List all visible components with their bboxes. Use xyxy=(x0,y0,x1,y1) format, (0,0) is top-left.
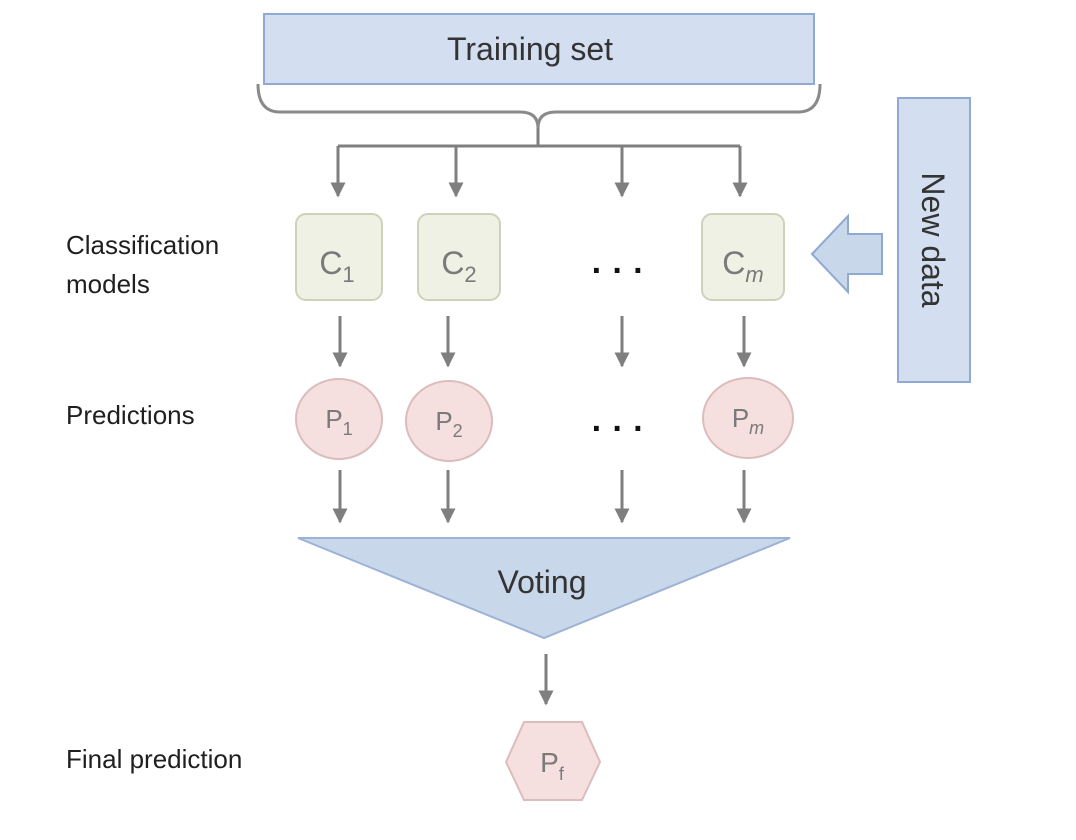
prediction-p1-base: P xyxy=(325,404,342,434)
classifier-c1: C1 xyxy=(295,213,383,301)
prediction-p1: P1 xyxy=(295,378,383,460)
classifier-c1-sub: 1 xyxy=(342,262,354,287)
classifier-c2-base: C xyxy=(441,245,464,281)
voting-arrows xyxy=(332,470,752,524)
prediction-ellipsis: · · · xyxy=(592,410,645,448)
classifier-c2: C2 xyxy=(417,213,501,301)
final-prediction-base: P xyxy=(540,747,559,778)
voting-label: Voting xyxy=(498,564,587,600)
row-label-classification: Classification xyxy=(66,230,219,260)
prediction-p2-base: P xyxy=(435,406,452,436)
svg-text:C2: C2 xyxy=(441,245,476,287)
prediction-pm-base: P xyxy=(732,403,749,433)
classifier-cm-base: C xyxy=(722,245,745,281)
prediction-p2-sub: 2 xyxy=(453,421,463,441)
prediction-pm: Pm xyxy=(702,377,794,459)
classifier-cm: Cm xyxy=(701,213,785,301)
prediction-p2: P2 xyxy=(405,380,493,462)
classifier-c1-base: C xyxy=(319,245,342,281)
row-label-predictions: Predictions xyxy=(66,400,195,430)
prediction-arrows xyxy=(332,316,752,368)
svg-text:Pm: Pm xyxy=(732,403,764,438)
final-prediction-hexagon: Pf xyxy=(504,721,602,801)
new-data-arrow xyxy=(810,213,883,295)
row-label-final-prediction: Final prediction xyxy=(66,744,242,774)
training-set-box: Training set xyxy=(263,13,815,85)
svg-text:Cm: Cm xyxy=(722,245,763,287)
prediction-p1-sub: 1 xyxy=(343,419,353,439)
training-set-label: Training set xyxy=(447,31,613,67)
new-data-box: New data xyxy=(897,97,971,383)
voting-triangle: Voting xyxy=(297,537,791,640)
new-data-label: New data xyxy=(915,172,951,307)
final-prediction-sub: f xyxy=(559,764,565,784)
prediction-pm-sub: m xyxy=(749,418,764,438)
classifier-cm-sub: m xyxy=(745,262,763,287)
classifier-ellipsis: · · · xyxy=(592,252,645,290)
svg-text:Pf: Pf xyxy=(540,747,565,784)
svg-text:C1: C1 xyxy=(319,245,354,287)
training-set-brace xyxy=(256,83,822,129)
row-label-models: models xyxy=(66,269,150,299)
classifier-c2-sub: 2 xyxy=(464,262,476,287)
distribution-arrows xyxy=(330,128,748,198)
svg-text:P1: P1 xyxy=(325,404,352,439)
svg-text:P2: P2 xyxy=(435,406,462,441)
